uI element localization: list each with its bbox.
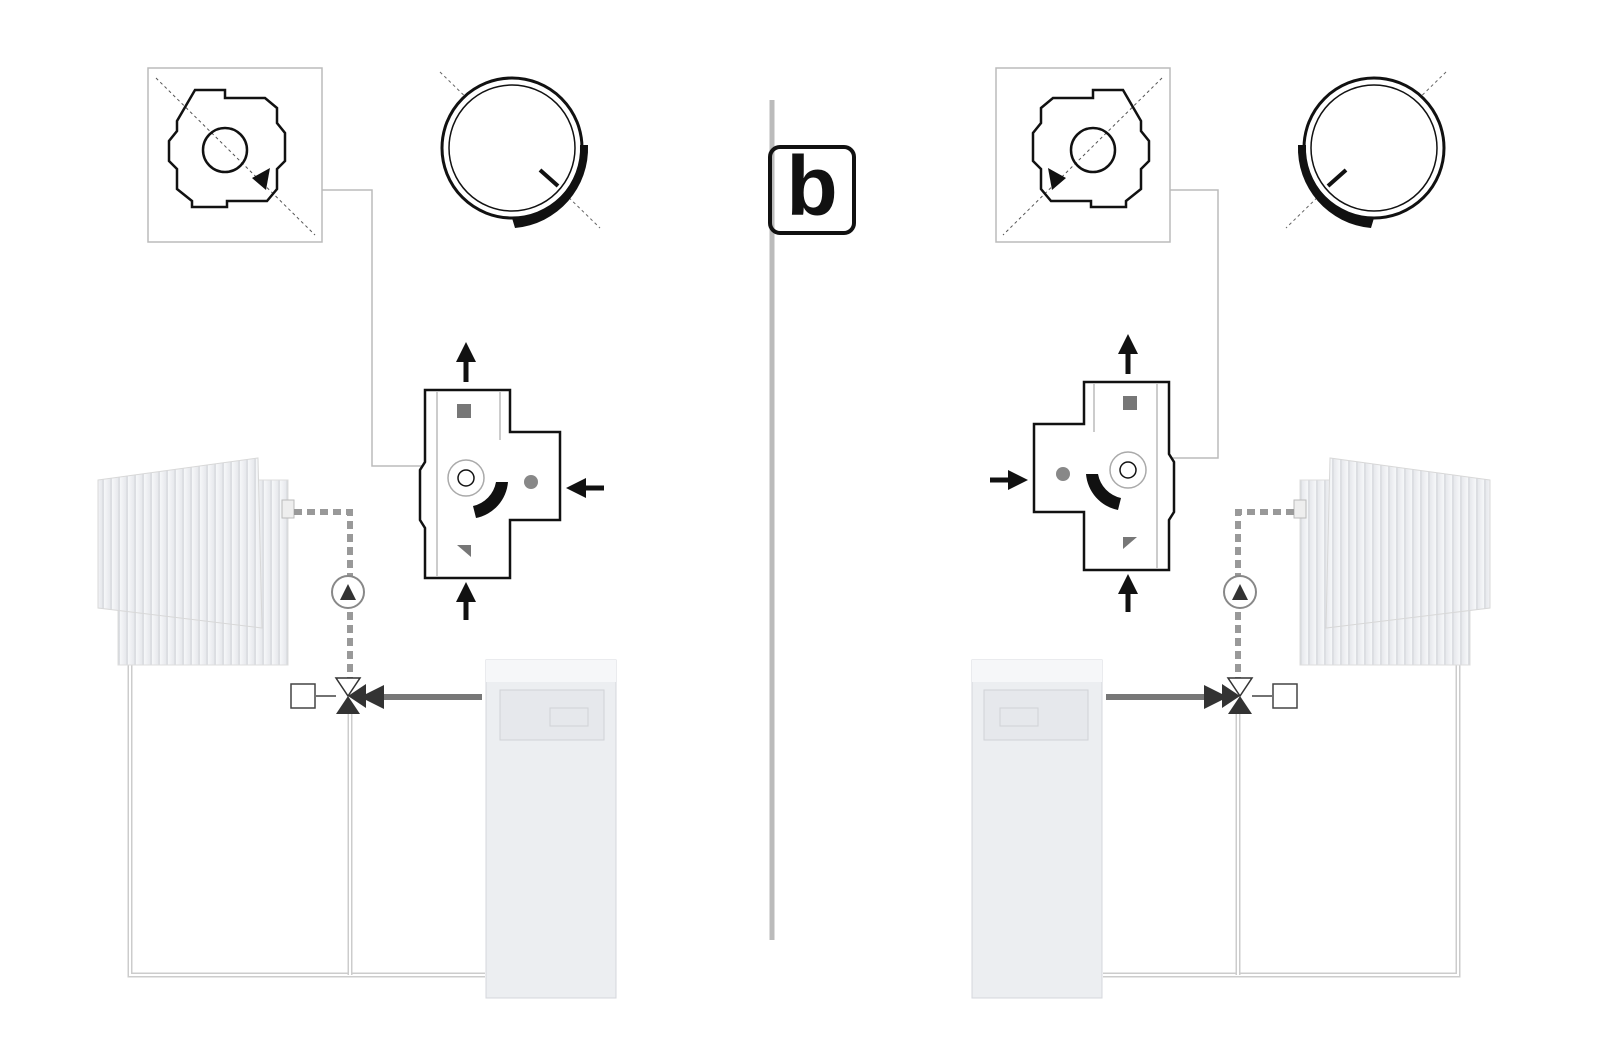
panel-left: [98, 66, 616, 998]
connector-line: [1170, 189, 1219, 459]
mixing-valve-icon: [420, 352, 604, 620]
mixing-valve-icon: [990, 344, 1174, 612]
valve-insert-icon: [994, 66, 1172, 244]
knob-icon: [1284, 70, 1448, 230]
knob-icon: [438, 70, 602, 230]
valve-insert-icon: [146, 66, 324, 244]
heating-system-diagram: [98, 458, 616, 998]
connector-line: [322, 189, 425, 467]
panel-right: [972, 66, 1490, 998]
heating-system-diagram: [972, 458, 1490, 998]
variant-label: b: [768, 144, 856, 235]
